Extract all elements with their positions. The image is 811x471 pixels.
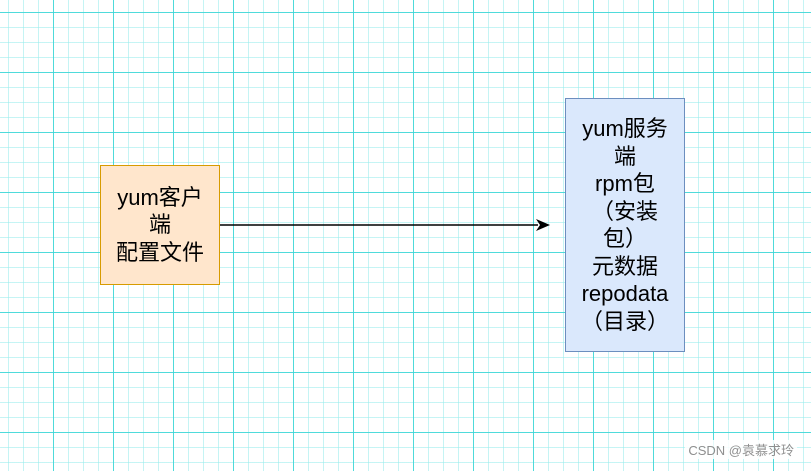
watermark: CSDN @袁慕求玲 bbox=[685, 440, 797, 459]
server-label-line: （目录） bbox=[580, 308, 669, 334]
yum-server-node: yum服务 端 rpm包 （安装 包） 元数据 repodata （目录） bbox=[565, 98, 685, 352]
server-label-line: 元数据 bbox=[591, 253, 658, 279]
server-label-line: yum服务 bbox=[582, 116, 668, 141]
server-label-line: rpm包 bbox=[595, 171, 655, 196]
server-label-line: （安装 bbox=[591, 198, 658, 224]
server-label-line: 端 bbox=[613, 143, 636, 169]
client-label-line: 配置文件 bbox=[115, 239, 204, 265]
server-label-line: 包） bbox=[602, 226, 647, 251]
client-label-line: yum客户 bbox=[117, 184, 203, 210]
server-label-line: repodata bbox=[581, 281, 669, 306]
yum-client-config-node: yum客户 端 配置文件 bbox=[100, 165, 220, 285]
client-label-line: 端 bbox=[148, 212, 171, 238]
